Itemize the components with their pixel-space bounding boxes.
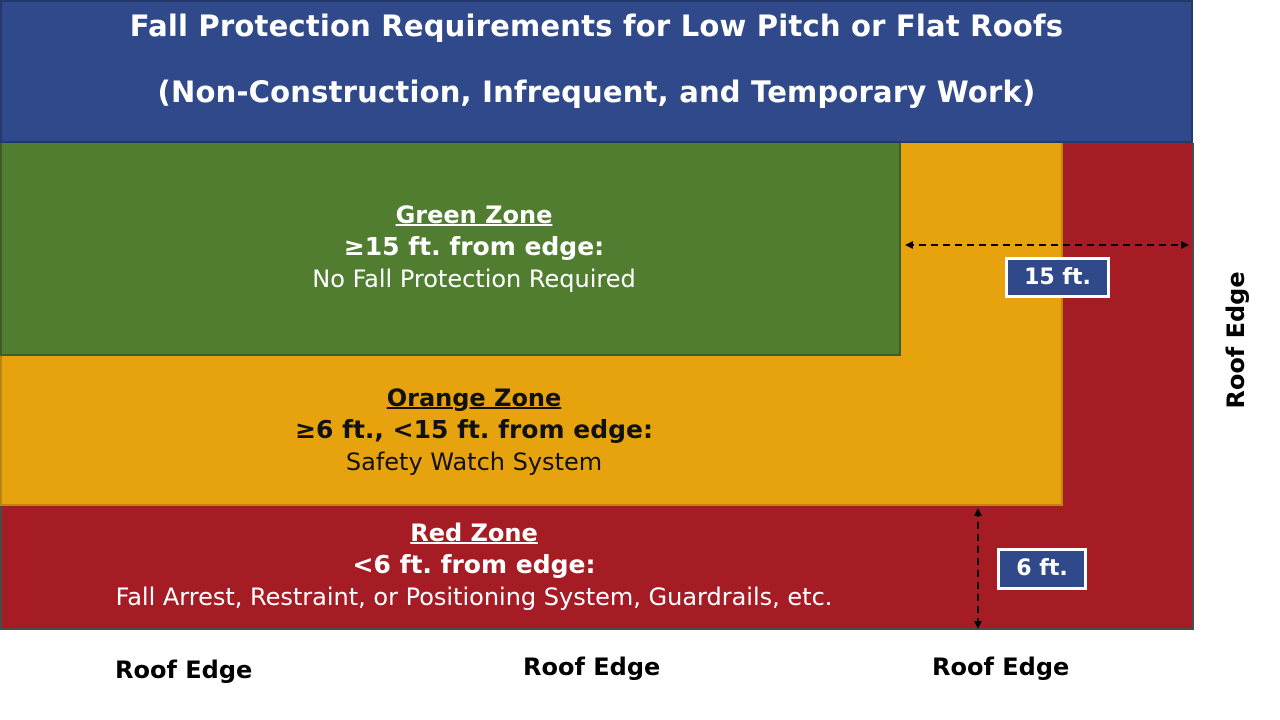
- roof-edge-label-right: Roof Edge: [1222, 271, 1250, 409]
- orange-zone-range: ≥6 ft., <15 ft. from edge:: [295, 415, 653, 444]
- dimension-15ft-label: 15 ft.: [1005, 257, 1110, 298]
- green-zone-name: Green Zone: [395, 201, 553, 229]
- green-zone-requirement: No Fall Protection Required: [312, 265, 636, 293]
- roof-edge-label-bottom-left: Roof Edge: [115, 656, 253, 684]
- green-zone-area: [0, 143, 901, 356]
- red-zone-name: Red Zone: [410, 519, 538, 547]
- green-zone-label: Green Zone ≥15 ft. from edge: No Fall Pr…: [0, 199, 948, 295]
- dimension-6ft-label: 6 ft.: [997, 548, 1087, 590]
- red-zone-label: Red Zone <6 ft. from edge: Fall Arrest, …: [0, 517, 948, 613]
- orange-zone-requirement: Safety Watch System: [345, 448, 603, 476]
- header-banner: Fall Protection Requirements for Low Pit…: [0, 0, 1193, 143]
- red-zone-range: <6 ft. from edge:: [352, 550, 596, 579]
- roof-edge-label-bottom-middle: Roof Edge: [523, 653, 661, 681]
- red-zone-requirement: Fall Arrest, Restraint, or Positioning S…: [115, 583, 833, 611]
- page-title: Fall Protection Requirements for Low Pit…: [129, 9, 1064, 43]
- green-zone-range: ≥15 ft. from edge:: [343, 232, 605, 261]
- page-subtitle: (Non-Construction, Infrequent, and Tempo…: [157, 75, 1036, 109]
- orange-zone-name: Orange Zone: [386, 384, 562, 412]
- orange-zone-label: Orange Zone ≥6 ft., <15 ft. from edge: S…: [0, 382, 948, 478]
- roof-edge-label-bottom-right: Roof Edge: [932, 653, 1070, 681]
